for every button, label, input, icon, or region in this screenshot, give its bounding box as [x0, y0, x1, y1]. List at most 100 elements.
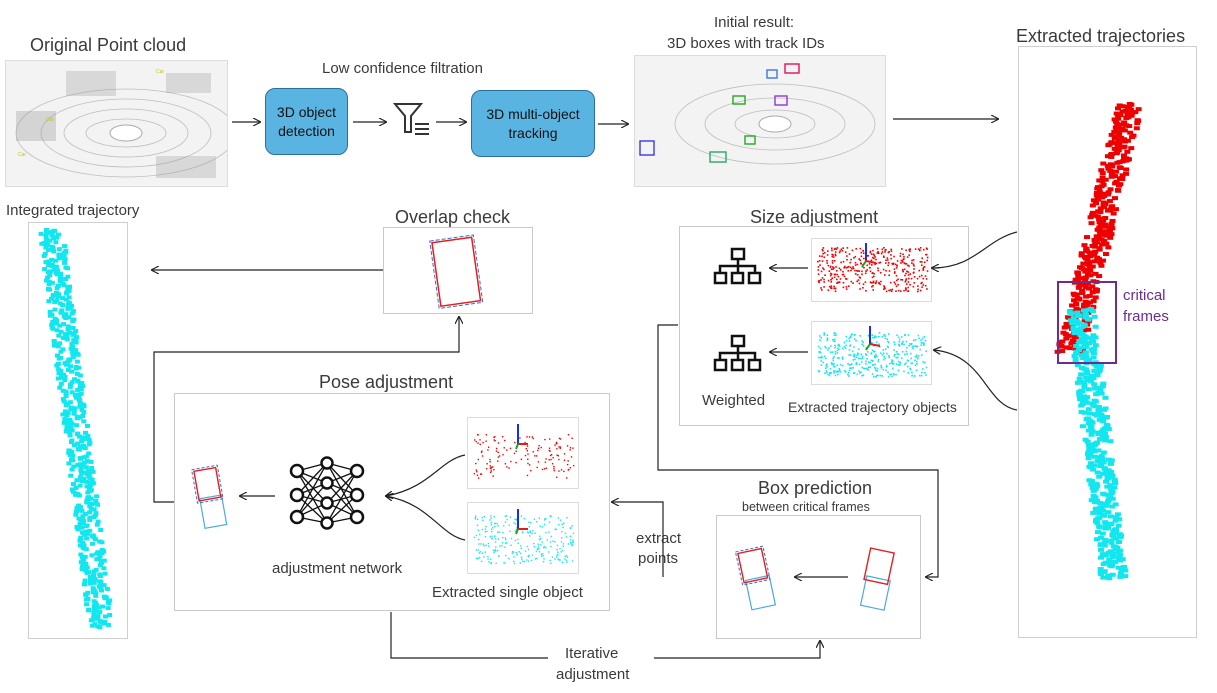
trajectory-point	[73, 348, 79, 353]
trajectory-point	[62, 409, 68, 414]
trajectory-point	[1111, 129, 1118, 134]
object-point	[528, 436, 531, 438]
trajectory-point	[1090, 299, 1097, 304]
object-point	[537, 543, 539, 545]
trajectory-point	[1094, 373, 1101, 378]
trajectory-point	[1080, 328, 1087, 333]
trajectory-point	[1094, 520, 1101, 525]
trajectory-point	[1078, 353, 1085, 358]
object-point	[494, 548, 497, 551]
object-point	[528, 554, 530, 557]
object-point	[872, 275, 875, 278]
object-point	[480, 543, 482, 545]
trajectory-point	[88, 459, 94, 464]
trajectory-point	[1075, 285, 1082, 290]
trajectory-point	[60, 303, 66, 308]
trajectory-point	[1080, 261, 1087, 266]
object-point	[817, 266, 820, 268]
trajectory-point	[1097, 535, 1104, 540]
object-point	[567, 434, 570, 436]
trajectory-point	[1062, 332, 1069, 337]
trajectory-point	[1105, 457, 1112, 462]
trajectory-point	[53, 318, 59, 323]
object-point	[852, 267, 855, 270]
object-point	[557, 551, 559, 553]
object-point	[922, 361, 925, 363]
object-point	[515, 519, 517, 521]
object-point	[838, 251, 841, 254]
trajectory-point	[93, 600, 99, 605]
object-point	[481, 455, 484, 457]
trajectory-point	[61, 254, 67, 259]
object-point	[852, 266, 854, 268]
object-point	[888, 333, 890, 335]
trajectory-point	[1097, 365, 1104, 370]
trajectory-point	[1074, 271, 1081, 276]
object-point	[877, 250, 879, 253]
object-point	[892, 262, 895, 265]
object-point	[917, 285, 919, 287]
trajectory-point	[63, 297, 69, 302]
object-point	[504, 537, 507, 539]
trajectory-point	[1097, 206, 1104, 211]
object-point	[485, 440, 487, 442]
trajectory-point	[39, 241, 45, 246]
object-point	[866, 255, 869, 257]
object-point	[905, 340, 908, 343]
trajectory-point	[69, 449, 75, 454]
object-point	[820, 279, 822, 281]
detection-line2: detection	[278, 122, 335, 139]
trajectory-point	[1082, 334, 1089, 339]
trajectory-point	[1090, 488, 1097, 493]
object-point	[858, 370, 860, 373]
trajectory-point	[1061, 325, 1068, 330]
trajectory-point	[1112, 502, 1119, 507]
object-point	[832, 256, 835, 258]
trajectory-point	[73, 512, 79, 517]
trajectory-point	[1081, 243, 1088, 248]
trajectory-point	[45, 270, 51, 275]
detection-line1: 3D object	[276, 104, 337, 121]
trajectory-point	[1100, 419, 1107, 424]
object-point	[539, 525, 541, 527]
object-point	[489, 536, 491, 538]
trajectory-point	[81, 518, 87, 523]
trajectory-point	[1093, 413, 1100, 418]
trajectory-point	[1081, 385, 1088, 390]
object-point	[850, 269, 852, 272]
trajectory-point	[88, 506, 94, 511]
object-point	[572, 464, 575, 467]
trajectory-point	[49, 263, 55, 268]
object-point	[473, 536, 476, 539]
object-point	[879, 271, 882, 274]
trajectory-point	[1104, 484, 1111, 489]
object-point	[819, 339, 821, 341]
object-point	[837, 343, 840, 346]
object-point	[831, 253, 833, 256]
trajectory-point	[1084, 301, 1091, 306]
object-point	[542, 552, 544, 555]
object-point	[829, 266, 832, 268]
trajectory-point	[71, 338, 77, 343]
object-point	[897, 356, 899, 359]
object-point	[520, 458, 523, 461]
trajectory-point	[38, 231, 44, 236]
trajectory-point	[73, 492, 79, 497]
object-point	[849, 336, 852, 339]
trajectory-point	[105, 622, 111, 627]
trajectory-point	[1079, 290, 1086, 295]
object-point	[487, 446, 490, 448]
object-point	[493, 515, 495, 518]
object-point	[536, 466, 538, 469]
trajectory-point	[1108, 232, 1115, 237]
object-point	[883, 247, 885, 249]
object-point	[839, 371, 842, 373]
trajectory-point	[1112, 481, 1119, 486]
object-point	[899, 364, 901, 366]
object-point	[853, 346, 855, 348]
object-point	[818, 279, 821, 282]
trajectory-point	[1102, 553, 1109, 558]
object-point	[487, 555, 489, 558]
trajectory-point	[1108, 224, 1115, 229]
object-point	[820, 336, 823, 339]
